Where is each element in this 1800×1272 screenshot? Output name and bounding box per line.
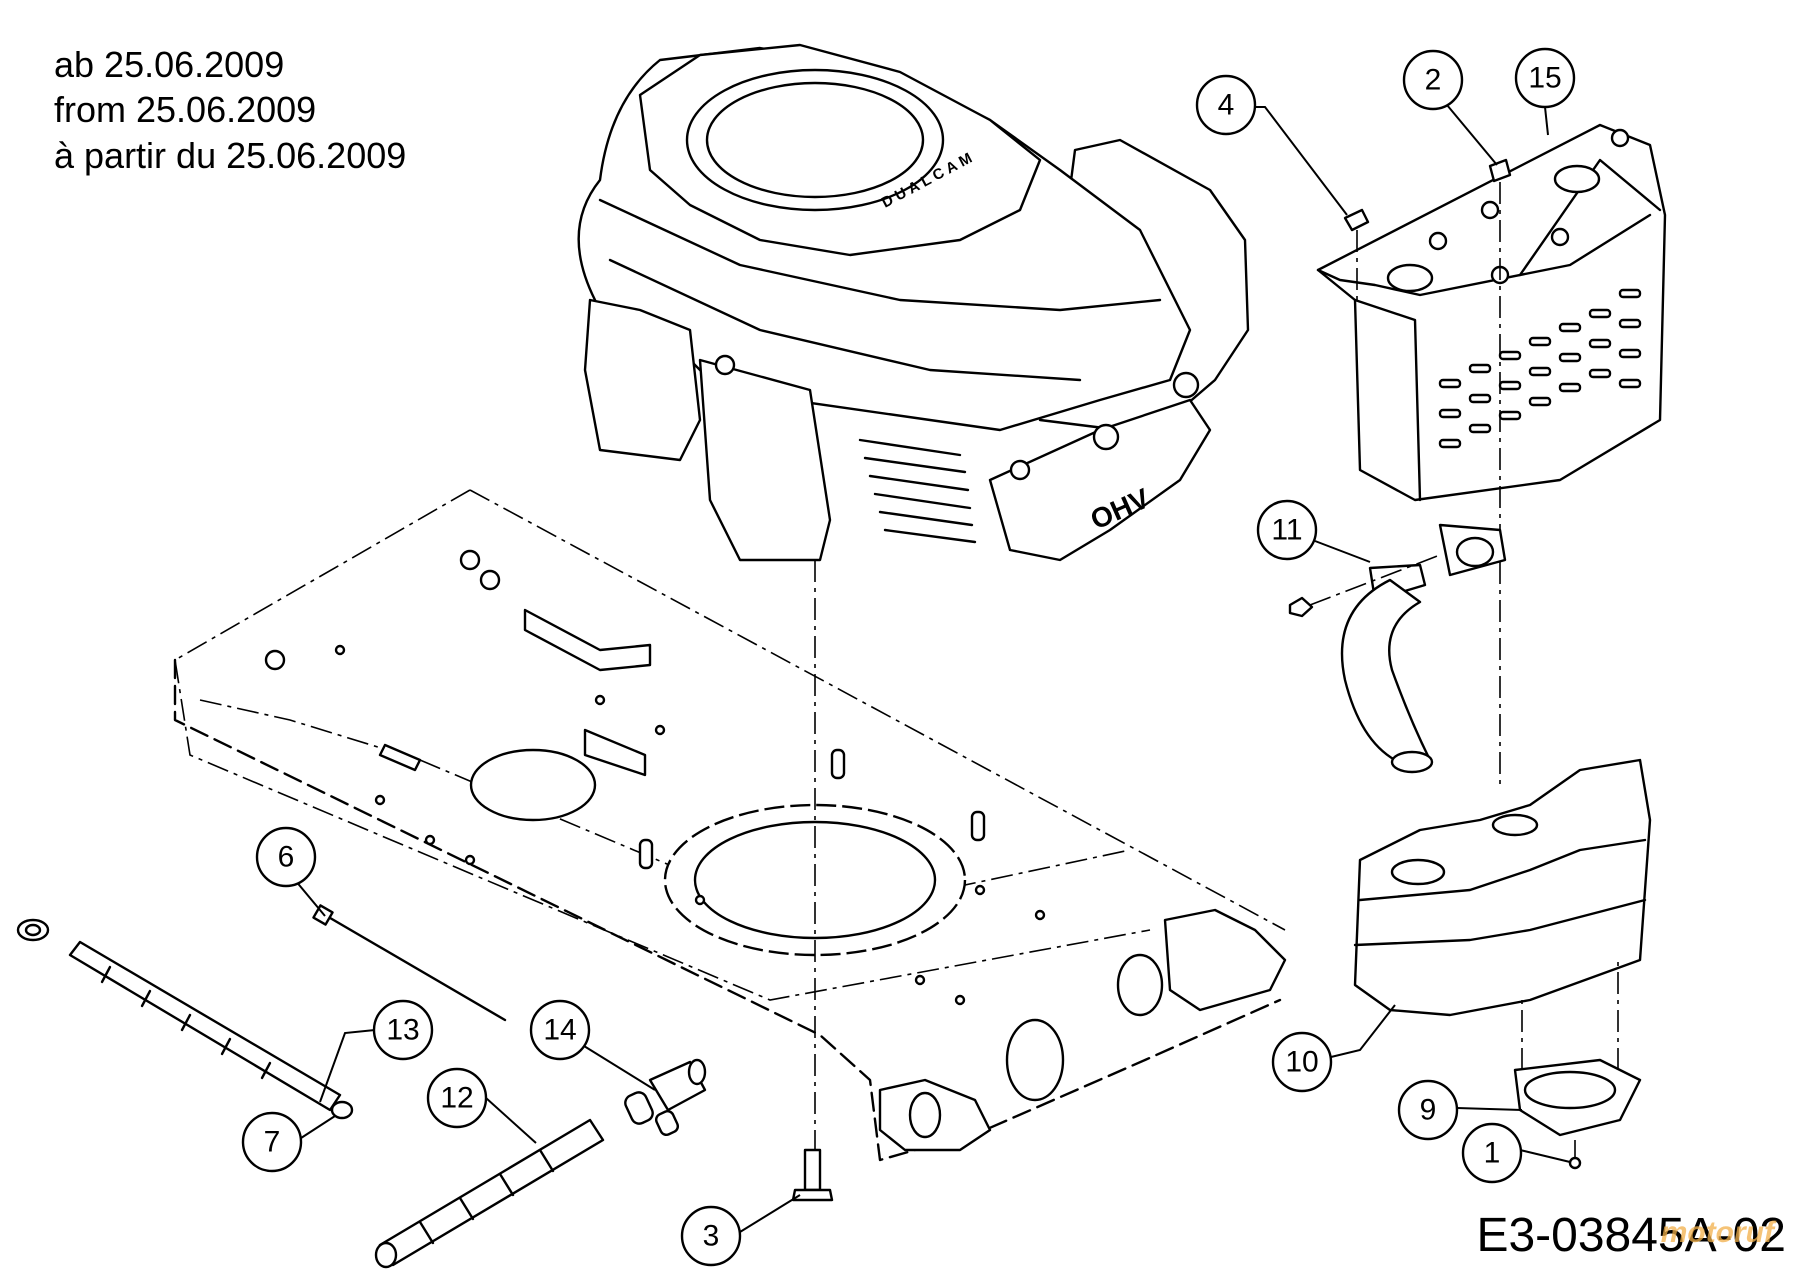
callout-4-number: 4 (1218, 89, 1235, 122)
engine-front-housing (698, 358, 832, 562)
callout-11: 11 (1256, 499, 1371, 563)
muffler (1353, 758, 1652, 1170)
callout-9-number: 9 (1420, 1094, 1437, 1127)
spacer-sleeve (16, 918, 50, 942)
callout-7-number: 7 (264, 1126, 281, 1159)
valve-cover (988, 398, 1212, 562)
valid-from-date-en: from 25.06.2009 (54, 89, 317, 130)
heat-shield (1316, 123, 1667, 502)
callout-14: 14 (529, 999, 656, 1091)
valid-from-date-de: ab 25.06.2009 (54, 44, 285, 85)
callout-2-number: 2 (1425, 64, 1442, 97)
engine: DUALCAM OHV (577, 43, 1250, 562)
callout-6-number: 6 (278, 841, 295, 874)
engine-side-housing (583, 298, 702, 462)
callout-3: 3 (680, 1194, 801, 1267)
callout-10: 10 (1271, 1004, 1396, 1093)
frame-rear-bracket (1163, 908, 1287, 1012)
callouts: 4 2 15 11 6 13 (241, 47, 1576, 1267)
callout-14-number: 14 (543, 1014, 576, 1047)
callout-4: 4 (1195, 74, 1348, 216)
fuel-filter-14 (624, 1058, 707, 1136)
callout-2: 2 (1402, 49, 1498, 166)
tube-12 (374, 1118, 605, 1269)
valid-from-date-fr: à partir du 25.06.2009 (54, 135, 407, 176)
bolt-4 (1343, 208, 1370, 300)
washer-7 (330, 1100, 354, 1120)
chassis-frame (173, 489, 1287, 1162)
callout-11-number: 11 (1271, 514, 1302, 547)
callout-13: 13 (319, 999, 434, 1103)
callout-10-number: 10 (1285, 1046, 1318, 1079)
air-cleaner-cover (685, 68, 945, 212)
callout-6: 6 (255, 826, 326, 917)
axle-rod-13 (68, 940, 354, 1120)
callout-1-number: 1 (1484, 1137, 1501, 1170)
callout-13-number: 13 (386, 1014, 419, 1047)
callout-12: 12 (426, 1067, 537, 1144)
callout-3-number: 3 (703, 1220, 720, 1253)
drawing-code: E3-03845A-02 (1476, 1209, 1786, 1262)
callout-15: 15 (1514, 47, 1576, 136)
frame-round-boss (469, 748, 597, 822)
exhaust-pipe (1288, 523, 1507, 774)
watermark-logo: motoruf (1660, 1216, 1774, 1249)
callout-7: 7 (241, 1111, 336, 1173)
callout-15-number: 15 (1528, 62, 1561, 95)
callout-9: 9 (1397, 1079, 1523, 1141)
bolt-3 (791, 1148, 834, 1202)
callout-1: 1 (1461, 1122, 1571, 1184)
callout-12-number: 12 (440, 1082, 473, 1115)
nut-2 (1488, 158, 1512, 790)
